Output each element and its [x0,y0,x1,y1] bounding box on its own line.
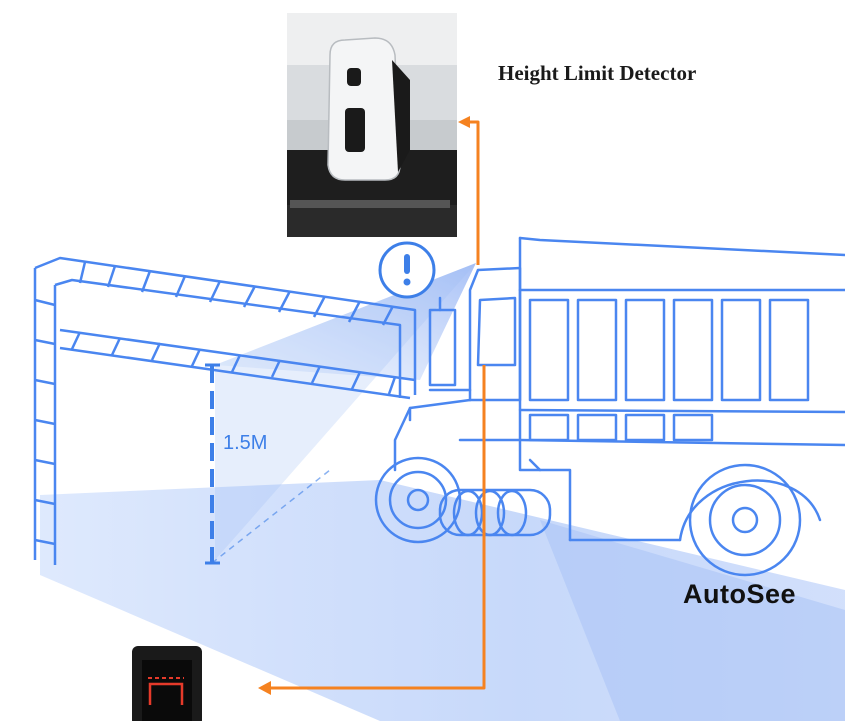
detector-title: Height Limit Detector [498,61,697,85]
exclamation-circle-icon [378,241,436,299]
height-dimension [205,363,331,565]
dump-truck [374,236,845,577]
height-sensor-camera [287,13,457,237]
height-limit-gantry [33,256,417,565]
brand-logo-text: AutoSee [683,579,797,609]
height-limit-value: 1.5M [223,432,268,454]
in-cab-alert-display [132,646,202,721]
arrow-heads [258,116,470,695]
